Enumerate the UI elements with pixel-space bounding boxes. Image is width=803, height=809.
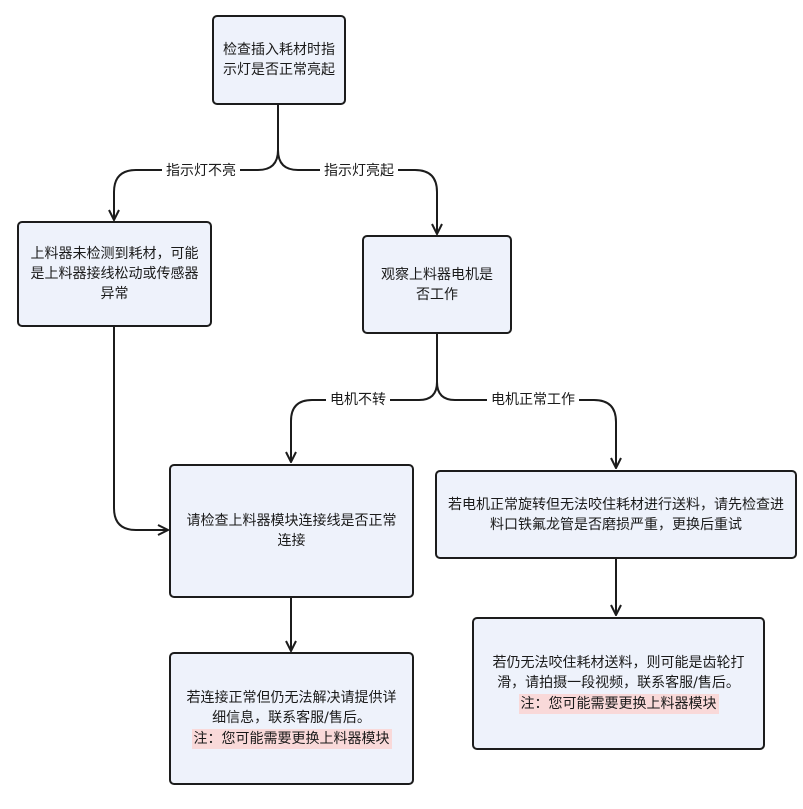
edge-label-motor-on: 电机正常工作 [487, 391, 579, 409]
edge-motor-on [455, 399, 616, 468]
node-check-indicator-text: 检查插入耗材时指示灯是否正常亮起 [223, 42, 335, 78]
module-replacement-note: 注：您可能需要更换上料器模块 [191, 729, 392, 749]
edge-label-motor-off: 电机不转 [326, 391, 390, 409]
module-replacement-note: 注：您可能需要更换上料器模块 [518, 694, 719, 714]
edge-light-off [114, 169, 258, 220]
node-contact-support-left-text: 若连接正常但仍无法解决请提供详细信息，联系客服/售后。 [186, 690, 397, 726]
node-check-indicator: 检查插入耗材时指示灯是否正常亮起 [212, 15, 346, 105]
edge-motor-off [291, 399, 419, 462]
edge-label-light-on: 指示灯亮起 [320, 162, 398, 180]
node-no-detection-text: 上料器未检测到耗材，可能是上料器接线松动或传感器异常 [30, 246, 199, 302]
edge-motor-trunk-right [436, 381, 456, 401]
node-motor-normal: 若电机正常旋转但无法咬住耗材进行送料，请先检查进料口铁氟龙管是否磨损严重，更换后… [435, 470, 797, 559]
edge-motor-trunk [418, 334, 438, 401]
node-observe-motor: 观察上料器电机是否工作 [362, 235, 512, 334]
edge-start-trunk-right [277, 149, 299, 171]
edge-label-light-off: 指示灯不亮 [162, 162, 240, 180]
node-observe-motor-text: 观察上料器电机是否工作 [381, 266, 493, 303]
node-check-wiring-text: 请检查上料器模块连接线是否正常连接 [186, 513, 397, 549]
node-contact-support-right-text: 若仍无法咬住耗材送料，则可能是齿轮打滑，请拍摄一段视频，联系客服/售后。 [492, 655, 745, 691]
edge-nolight-to-wiring [113, 327, 168, 530]
node-no-detection: 上料器未检测到耗材，可能是上料器接线松动或传感器异常 [17, 221, 212, 327]
node-check-wiring: 请检查上料器模块连接线是否正常连接 [169, 464, 414, 598]
edge-start-trunk [257, 104, 279, 171]
node-contact-support-right: 若仍无法咬住耗材送料，则可能是齿轮打滑，请拍摄一段视频，联系客服/售后。 注：您… [472, 617, 765, 750]
edge-light-on [298, 169, 437, 234]
node-motor-normal-text: 若电机正常旋转但无法咬住耗材进行送料，请先检查进料口铁氟龙管是否磨损严重，更换后… [448, 496, 784, 533]
node-contact-support-left: 若连接正常但仍无法解决请提供详细信息，联系客服/售后。 注：您可能需要更换上料器… [169, 652, 414, 785]
